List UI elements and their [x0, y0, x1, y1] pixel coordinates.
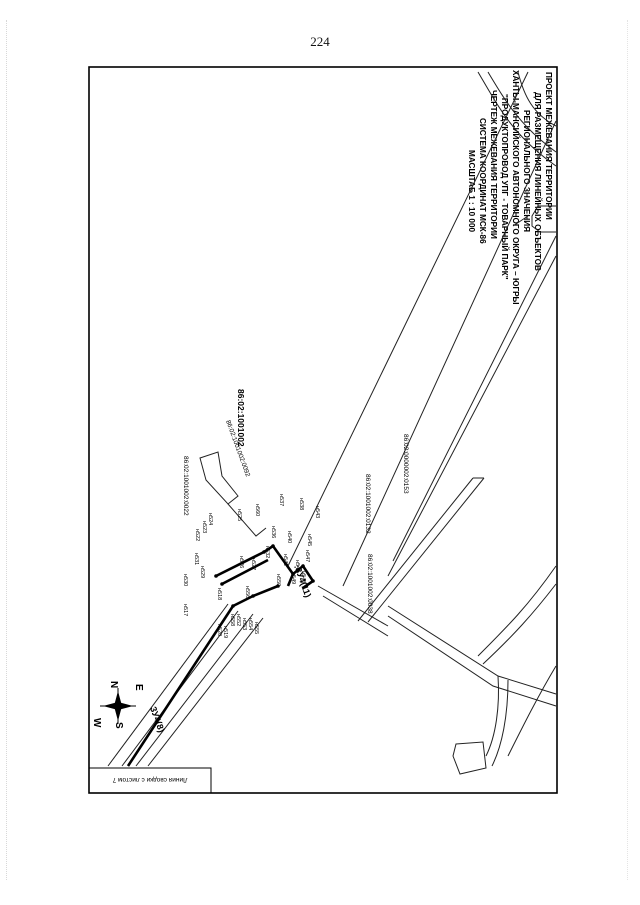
- page-number: 224: [310, 34, 330, 49]
- title-line-2: ДЛЯ РАЗМЕЩЕНИЯ ЛИНЕЙНЫХ ОБЪЕКТОВ: [533, 92, 544, 271]
- title-line-6: ЧЕРТЕЖ МЕЖЕВАНИЯ ТЕРРИТОРИИ: [489, 90, 498, 239]
- point-n555: н555: [253, 622, 259, 634]
- title-line-8: МАСШТАБ 1 : 10 000: [467, 150, 476, 233]
- title-line-4: ХАНТЫ-МАНСИЙСКОГО АВТОНОМНОГО ОКРУГА – Ю…: [511, 70, 522, 305]
- point-n525: н525: [236, 509, 242, 521]
- match-line-label: Линия сводки с листом 7: [112, 776, 187, 783]
- point-n520: н520: [216, 624, 222, 636]
- parcel-label-0022: 86:02:1001002:0022: [182, 456, 189, 516]
- point-n529: н529: [199, 566, 205, 578]
- title-line-7: СИСТЕМА КООРДИНАТ МСК-86: [478, 118, 487, 244]
- point-n550: н550: [275, 574, 281, 586]
- compass-rose: N E W S: [91, 681, 144, 729]
- block-number-label: 86:02:1001002: [236, 389, 246, 447]
- point-n518: н518: [216, 588, 222, 600]
- point-n545: н545: [306, 534, 312, 546]
- point-n556: н556: [244, 586, 250, 598]
- parcel-label-0153: 86:02:0000002:0153: [402, 434, 409, 494]
- boundary-points: [214, 544, 315, 608]
- point-labels: н522 н523 н524 н525 н531 н530 н529 н518 …: [182, 494, 320, 638]
- point-n546: н546: [294, 560, 300, 572]
- point-n519: н519: [222, 626, 228, 638]
- compass-west: W: [91, 718, 102, 728]
- point-n532: н532: [264, 546, 270, 558]
- point-n523: н523: [201, 521, 207, 533]
- point-n527: н527: [250, 558, 256, 570]
- point-n552: н552: [235, 614, 241, 626]
- compass-east: E: [133, 684, 144, 691]
- scan-margin-left: [6, 20, 9, 880]
- point-n526: н526: [238, 556, 244, 568]
- point-n547: н547: [304, 550, 310, 562]
- scan-margin-right: [627, 20, 630, 880]
- point-n542: н542: [282, 554, 288, 566]
- title-line-3: РЕГИОНАЛЬНОГО ЗНАЧЕНИЯ: [522, 110, 531, 232]
- map-sheet: Линия сводки с листом 7 ПРОЕКТ МЕЖЕВАНИЯ…: [88, 66, 558, 794]
- map-linework: [107, 71, 557, 775]
- point-n553: н553: [241, 618, 247, 630]
- compass-south: S: [113, 722, 124, 729]
- point-n560: н560: [254, 504, 260, 516]
- title-line-5: "ПРОДУКТОПРОВОД УПГ - ТОВАРНЫЙ ПАРК": [500, 94, 511, 280]
- match-line-box: [88, 767, 212, 794]
- point-n536: н536: [270, 526, 276, 538]
- title-block: ПРОЕКТ МЕЖЕВАНИЯ ТЕРРИТОРИИ ДЛЯ РАЗМЕЩЕН…: [467, 70, 553, 305]
- point-n540: н540: [286, 531, 292, 543]
- point-n537: н537: [278, 494, 284, 506]
- point-n530: н530: [182, 574, 188, 586]
- parcel-label-0132: 86:02:1001002:0132: [364, 474, 371, 534]
- map-canvas: Линия сводки с листом 7 ПРОЕКТ МЕЖЕВАНИЯ…: [88, 66, 558, 794]
- point-n517: н517: [182, 604, 188, 616]
- point-n538: н538: [298, 498, 304, 510]
- compass-north: N: [108, 681, 119, 688]
- point-n554: н554: [247, 618, 253, 630]
- point-n548: н548: [300, 571, 306, 583]
- map-frame: [88, 66, 558, 794]
- point-n558: н558: [229, 614, 235, 626]
- point-n543: н543: [314, 506, 320, 518]
- point-n531: н531: [193, 553, 199, 565]
- point-n522: н522: [194, 529, 200, 541]
- point-n549: н549: [290, 572, 296, 584]
- parcel-label-0038: 86:02:1001002:0038: [366, 554, 373, 614]
- point-n524: н524: [207, 513, 213, 525]
